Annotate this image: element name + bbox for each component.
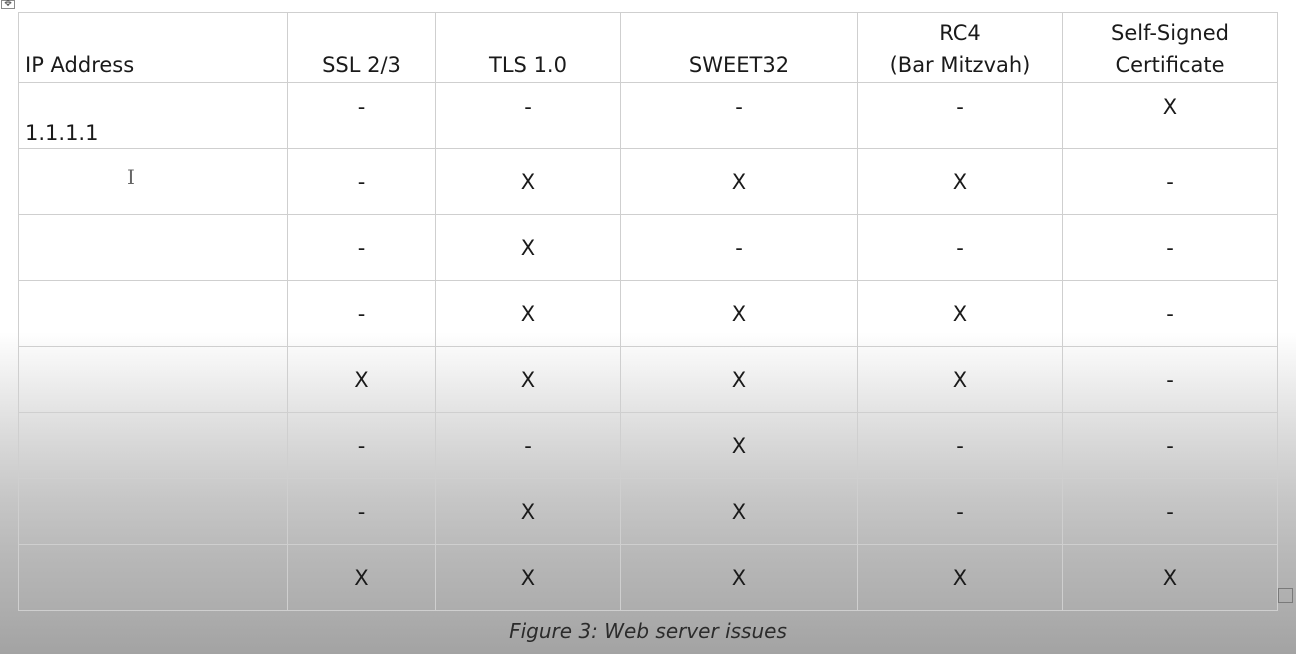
table-row: - - X - - (18, 412, 1278, 479)
cell-ssl[interactable]: - (287, 478, 436, 545)
table-row: - X X X - (18, 280, 1278, 347)
cell-ip[interactable] (18, 214, 288, 281)
table-row: - X - - - (18, 214, 1278, 281)
figure-caption: Figure 3: Web server issues (509, 619, 787, 643)
header-self-signed[interactable]: Self-Signed Certificate (1062, 12, 1278, 83)
cell-tls[interactable]: X (435, 280, 621, 347)
table-row: 1.1.1.1 - - - - X (18, 82, 1278, 149)
cell-ip[interactable]: 1.1.1.1 (18, 82, 288, 149)
cell-self-signed[interactable]: - (1062, 478, 1278, 545)
cell-sweet32[interactable]: - (620, 82, 858, 149)
cell-ip[interactable] (18, 148, 288, 215)
cell-self-signed[interactable]: X (1062, 544, 1278, 611)
table-row: - X X X - (18, 148, 1278, 215)
cell-sweet32[interactable]: - (620, 214, 858, 281)
header-rc4[interactable]: RC4 (Bar Mitzvah) (857, 12, 1063, 83)
table-resize-handle-icon[interactable] (1278, 588, 1293, 603)
cell-sweet32[interactable]: X (620, 280, 858, 347)
cell-rc4[interactable]: X (857, 544, 1063, 611)
cell-ssl[interactable]: - (287, 214, 436, 281)
header-sweet32[interactable]: SWEET32 (620, 12, 858, 83)
table-move-handle-icon[interactable]: ✥ (1, 0, 15, 9)
table-row: X X X X X (18, 544, 1278, 611)
i-beam-cursor-icon: I (127, 165, 135, 189)
cell-sweet32[interactable]: X (620, 544, 858, 611)
web-server-issues-table: IP Address SSL 2/3 TLS 1.0 SWEET32 RC4 (… (18, 12, 1278, 611)
table-header-row: IP Address SSL 2/3 TLS 1.0 SWEET32 RC4 (… (18, 12, 1278, 83)
cell-ssl[interactable]: X (287, 346, 436, 413)
cell-value: - (735, 94, 743, 119)
cell-ip[interactable] (18, 280, 288, 347)
cell-tls[interactable]: X (435, 346, 621, 413)
cell-ssl[interactable]: - (287, 280, 436, 347)
cell-sweet32[interactable]: X (620, 148, 858, 215)
header-self-signed-line1: Self-Signed (1111, 21, 1229, 45)
cell-tls[interactable]: X (435, 544, 621, 611)
cell-self-signed[interactable]: - (1062, 214, 1278, 281)
cell-value: X (1162, 94, 1178, 119)
cell-ssl[interactable]: - (287, 82, 436, 149)
cell-ip[interactable] (18, 544, 288, 611)
cell-ip[interactable] (18, 346, 288, 413)
table-row: X X X X - (18, 346, 1278, 413)
cell-self-signed[interactable]: - (1062, 280, 1278, 347)
cell-ssl[interactable]: - (287, 148, 436, 215)
cell-rc4[interactable]: - (857, 412, 1063, 479)
cell-rc4[interactable]: - (857, 82, 1063, 149)
cell-sweet32[interactable]: X (620, 412, 858, 479)
cell-ip[interactable] (18, 478, 288, 545)
cell-self-signed[interactable]: X (1062, 82, 1278, 149)
cell-rc4[interactable]: X (857, 148, 1063, 215)
cell-tls[interactable]: - (435, 412, 621, 479)
cell-sweet32[interactable]: X (620, 478, 858, 545)
cell-sweet32[interactable]: X (620, 346, 858, 413)
cell-tls[interactable]: X (435, 214, 621, 281)
cell-ip[interactable] (18, 412, 288, 479)
header-rc4-line1: RC4 (939, 21, 981, 45)
cell-tls[interactable]: - (435, 82, 621, 149)
cell-rc4[interactable]: - (857, 478, 1063, 545)
cell-ssl[interactable]: - (287, 412, 436, 479)
cell-rc4[interactable]: X (857, 346, 1063, 413)
cell-rc4[interactable]: X (857, 280, 1063, 347)
cell-value: - (357, 94, 366, 119)
header-ssl[interactable]: SSL 2/3 (287, 12, 436, 83)
header-self-signed-line2: Certificate (1115, 53, 1225, 77)
cell-rc4[interactable]: - (857, 214, 1063, 281)
header-ip-address[interactable]: IP Address (18, 12, 288, 83)
cell-self-signed[interactable]: - (1062, 148, 1278, 215)
cell-tls[interactable]: X (435, 148, 621, 215)
cell-self-signed[interactable]: - (1062, 412, 1278, 479)
cell-value: - (524, 94, 532, 119)
cell-value: - (956, 94, 964, 119)
cell-tls[interactable]: X (435, 478, 621, 545)
cell-ssl[interactable]: X (287, 544, 436, 611)
table-row: - X X - - (18, 478, 1278, 545)
cell-self-signed[interactable]: - (1062, 346, 1278, 413)
header-rc4-line2: (Bar Mitzvah) (889, 53, 1031, 77)
header-tls[interactable]: TLS 1.0 (435, 12, 621, 83)
